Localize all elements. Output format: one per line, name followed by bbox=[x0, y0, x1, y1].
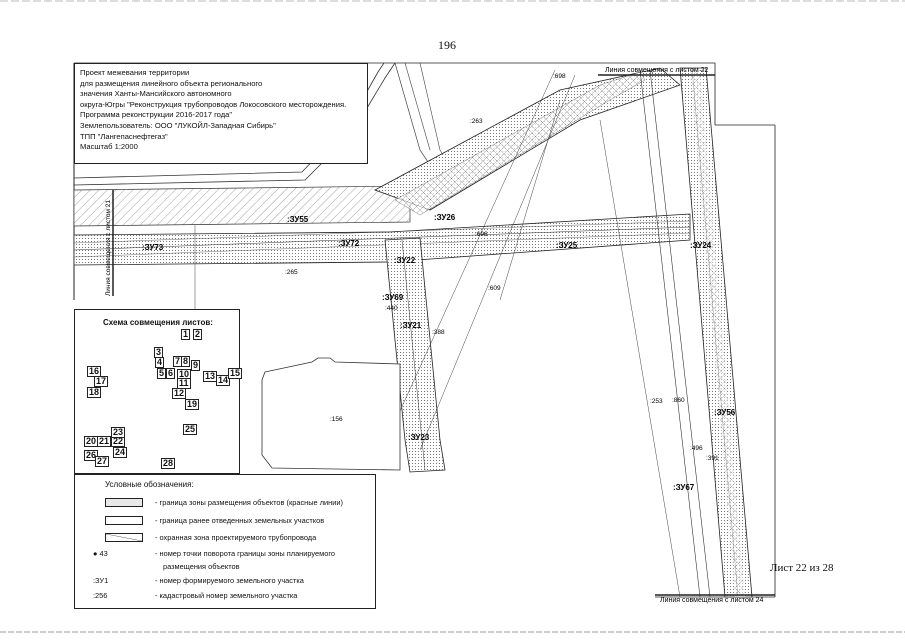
match-line-top-label: Линия совмещения с листом 22 bbox=[605, 67, 709, 74]
parcel-label: :ЗУ56 bbox=[714, 408, 736, 417]
parcel-label: :ЗУ55 bbox=[287, 215, 309, 224]
match-line-left-label: Линия совмещения с листом 21 bbox=[105, 200, 112, 296]
legend-item: - граница зоны размещения объектов (крас… bbox=[83, 497, 373, 509]
point-number-marker: ● 43 bbox=[93, 549, 108, 558]
sheet-label: Лист 22 из 28 bbox=[770, 562, 834, 574]
sheet-tile: 20 bbox=[84, 436, 99, 447]
legend-title: Условные обозначения: bbox=[105, 480, 194, 489]
page-number: 196 bbox=[438, 38, 456, 52]
parcel-label: :ЗУ22 bbox=[394, 256, 416, 265]
protection-zone-swatch bbox=[105, 533, 143, 542]
parcel-label: :ЗУ21 bbox=[400, 321, 422, 330]
sheet-tile: 23 bbox=[111, 427, 126, 438]
sheet-tile: 26 bbox=[84, 450, 99, 461]
sheet-tile: 13 bbox=[203, 371, 218, 382]
cadastral-label: :156 bbox=[330, 416, 343, 423]
legend: Условные обозначения: - граница зоны раз… bbox=[74, 474, 376, 609]
title-line: Проект межевания территории bbox=[80, 68, 190, 77]
legend-item: ● 43 - номер точки поворота границы зоны… bbox=[93, 549, 335, 558]
hatched-zone-left bbox=[73, 185, 411, 227]
pad-outline bbox=[261, 357, 401, 471]
parcel-label: :ЗУ24 bbox=[690, 241, 712, 250]
title-line: для размещения линейного объекта региона… bbox=[80, 78, 263, 88]
sheet-tile: 6 bbox=[166, 368, 176, 379]
cadastral-label: :860 bbox=[672, 397, 685, 404]
cadastral-label: :696 bbox=[475, 231, 488, 238]
cadastral-label: :388 bbox=[432, 329, 445, 336]
sheet-tile: 27 bbox=[95, 456, 110, 467]
sheet-tile: 18 bbox=[87, 387, 102, 398]
title-line: Программа реконструкции 2016-2017 года" bbox=[80, 110, 233, 120]
sheet-tile: 21 bbox=[97, 436, 112, 447]
sheet-tile: 2 bbox=[193, 329, 203, 340]
parcel-label: :ЗУ72 bbox=[338, 239, 360, 248]
cadastral-label: :265 bbox=[285, 269, 298, 276]
red-line-zone-horizontal bbox=[73, 213, 691, 266]
red-line-zone-swatch bbox=[105, 498, 143, 507]
title-line: округа-Югры "Реконструкция трубопроводов… bbox=[80, 99, 347, 109]
legend-item: :ЗУ1 - номер формируемого земельного уча… bbox=[93, 576, 304, 585]
sheet-tile: 24 bbox=[113, 447, 128, 458]
match-line-bottom-label: Линия совмещения с листом 24 bbox=[660, 597, 764, 604]
title-line: значения Ханты-Мансийского автономного bbox=[80, 89, 232, 99]
legend-item: :256 - кадастровый номер земельного учас… bbox=[93, 591, 298, 600]
title-line: Масштаб 1:2000 bbox=[80, 142, 138, 152]
legend-item: - граница ранее отведенных земельных уча… bbox=[83, 515, 373, 527]
cadastral-label: :263 bbox=[470, 118, 483, 125]
parcel-label: :ЗУ69 bbox=[382, 293, 404, 302]
sheet-tile: 4 bbox=[155, 357, 165, 368]
red-line-zone-vertical bbox=[384, 237, 446, 473]
parcel-label: :ЗУ25 bbox=[556, 241, 578, 250]
allotted-parcel-swatch bbox=[105, 516, 143, 525]
cadastral-label: :496 bbox=[690, 445, 703, 452]
parcel-label: :ЗУ73 bbox=[142, 243, 164, 252]
sheet-scheme: Схема совмещения листов: 1 2 3 4 5 6 7 8… bbox=[74, 309, 243, 474]
sheet-tile: 8 bbox=[181, 356, 191, 367]
sheet-tile: 15 bbox=[228, 368, 243, 379]
sheet-tile: 12 bbox=[172, 388, 187, 399]
legend-item: - охранная зона проектируемого трубопров… bbox=[83, 532, 373, 544]
sheet-tile: 28 bbox=[161, 458, 176, 469]
parcel-label: :ЗУ67 bbox=[673, 483, 695, 492]
sheet-tile: 9 bbox=[191, 360, 201, 371]
sheet-tile: 19 bbox=[185, 399, 200, 410]
sheet-tile: 25 bbox=[183, 424, 198, 435]
parcel-label: :ЗУ23 bbox=[408, 433, 430, 442]
sheet-tile: 17 bbox=[94, 376, 109, 387]
cadastral-label: :253 bbox=[650, 398, 663, 405]
cadastral-label: :698 bbox=[553, 73, 566, 80]
title-line: Землепользователь: ООО "ЛУКОЙЛ-Западная … bbox=[80, 120, 276, 130]
cadastral-label: :440 bbox=[385, 305, 398, 312]
sheet-scheme-title: Схема совмещения листов: bbox=[103, 318, 213, 327]
title-line: ТПП "Лангепаснефтегаз" bbox=[80, 131, 168, 141]
legend-item-continuation: размещения объектов bbox=[163, 562, 240, 571]
parcel-label: :ЗУ26 bbox=[434, 213, 456, 222]
sheet-tile: 14 bbox=[216, 375, 231, 386]
cadastral-label: :391 bbox=[706, 455, 719, 462]
cadastral-label: :609 bbox=[488, 285, 501, 292]
sheet-tile: 1 bbox=[181, 329, 191, 340]
title-block: Проект межевания территории для размещен… bbox=[74, 63, 368, 164]
sheet-tile: 5 bbox=[157, 368, 167, 379]
